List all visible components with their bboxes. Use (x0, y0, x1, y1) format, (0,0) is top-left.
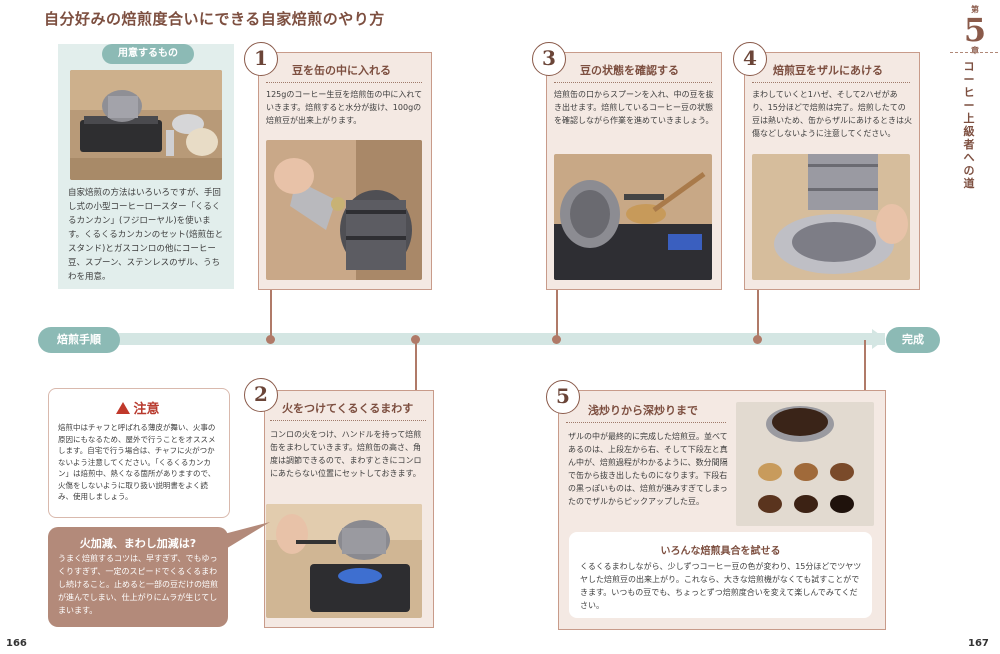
supplies-text: 自家焙煎の方法はいろいろですが、手回し式の小型コーヒーロースター「くるくるカンカ… (68, 188, 224, 282)
connector-step5 (864, 340, 866, 390)
timeline-start-label: 焙煎手順 (38, 327, 120, 353)
timeline-arrowhead (872, 329, 886, 349)
step-heading-2: 火をつけてくるくるまわす (282, 402, 414, 415)
supplies-tag: 用意するもの (102, 44, 194, 64)
step-divider-5 (566, 422, 726, 423)
timeline-dot-2 (411, 335, 420, 344)
heat-tip-heading: 火加減、まわし加減は? (79, 537, 197, 550)
timeline-dot-4 (753, 335, 762, 344)
step-number-4: 4 (733, 42, 767, 76)
connector-step3 (556, 288, 558, 340)
connector-step1 (270, 288, 272, 340)
chapter-dai: 第 (971, 5, 979, 14)
heat-tip-box (48, 527, 228, 627)
timeline-dot-1 (266, 335, 275, 344)
step-heading-3: 豆の状態を確認する (580, 64, 679, 77)
connector-step4 (757, 288, 759, 340)
caution-box (48, 388, 230, 518)
page-number-right: 167 (968, 638, 989, 649)
connector-step2 (415, 340, 417, 390)
step-text-3: 焙煎缶の口からスプーンを入れ、中の豆を抜き出せます。焙煎しているコーヒー豆の状態… (554, 90, 714, 125)
supplies-photo (70, 70, 222, 180)
chapter-number: 5 (963, 11, 987, 49)
step-heading-5: 浅炒りから深炒りまで (588, 404, 698, 417)
tip-box (569, 532, 872, 618)
step-text-5: ザルの中が最終的に完成した焙煎豆。並べてあるのは、上段左から右、そして下段左と真… (568, 432, 728, 506)
step-text-4: まわしていくと1ハゼ、そして2ハゼがあり、15分ほどで焙煎は完了。焙煎したての豆… (752, 90, 912, 138)
page-number-left: 166 (6, 638, 27, 649)
step-heading-1: 豆を缶の中に入れる (292, 64, 391, 77)
step-number-3: 3 (532, 42, 566, 76)
chapter-name: コーヒー上級者への道 (963, 60, 975, 190)
caution-heading-label: 注意 (133, 402, 160, 417)
tip-text: くるくるまわしながら、少しずつコーヒー豆の色が変わり、15分ほどでツヤツヤした焙… (580, 562, 862, 610)
step-number-5: 5 (546, 380, 580, 414)
step-photo-2 (266, 504, 422, 618)
step-divider-3 (554, 82, 712, 83)
step-number-1: 1 (244, 42, 278, 76)
timeline-dot-3 (552, 335, 561, 344)
heat-tip-text: うまく焙煎するコツは、早すぎず、でもゆっくりすぎず、一定のスピードでくるくるまわ… (58, 554, 218, 615)
step-divider-1 (266, 82, 422, 83)
step-number-2: 2 (244, 378, 278, 412)
step-divider-2 (270, 420, 426, 421)
step-photo-4 (752, 154, 910, 280)
step-heading-4: 焙煎豆をザルにあける (773, 64, 883, 77)
step-text-1: 125gのコーヒー生豆を焙煎缶の中に入れていきます。焙煎すると水分が抜け、100… (266, 90, 423, 125)
tip-heading: いろんな焙煎具合を試せる (660, 546, 781, 557)
chapter-divider (950, 52, 998, 53)
heat-tip-pointer (224, 522, 270, 550)
step-photo-5 (736, 402, 874, 526)
caution-text: 焙煎中はチャフと呼ばれる薄皮が舞い、火事の原因にもなるため、屋外で行うことをオス… (58, 423, 216, 501)
warning-icon (116, 402, 131, 414)
page-title: 自分好みの焙煎度合いにできる自家焙煎のやり方 (44, 10, 385, 28)
chapter-mark: 第 5 章 (958, 4, 992, 56)
step-photo-1 (266, 140, 422, 280)
step-text-2: コンロの火をつけ、ハンドルを持って焙煎缶をまわしていきます。焙煎缶の高さ、角度は… (270, 430, 422, 478)
step-divider-4 (752, 82, 910, 83)
timeline-end-label: 完成 (886, 327, 940, 353)
chapter-sho: 章 (971, 46, 979, 55)
caution-heading: 注意 (48, 398, 228, 417)
step-photo-3 (554, 154, 712, 280)
timeline-bar (70, 333, 885, 345)
